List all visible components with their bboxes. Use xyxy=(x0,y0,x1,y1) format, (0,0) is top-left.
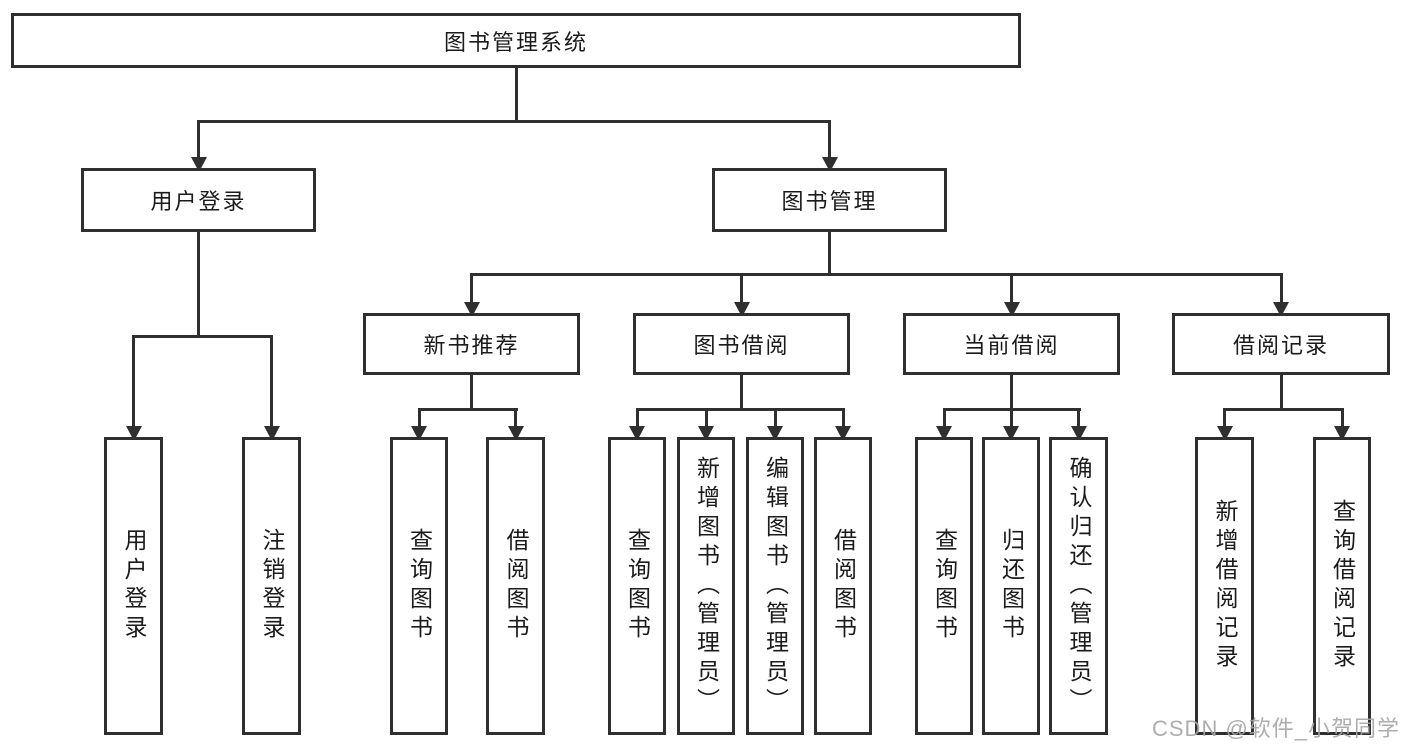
node-v-borrow-book-2: 借阅图书 xyxy=(814,437,872,735)
connector-drop-v-query-book-3 xyxy=(943,408,946,437)
connector-drop-book-borrow xyxy=(740,273,743,313)
node-label-v-return-book: 归还图书 xyxy=(998,528,1025,644)
connector-drop-v-user-login xyxy=(132,335,135,437)
node-v-logout: 注销登录 xyxy=(242,437,301,735)
node-label-book-mgmt: 图书管理 xyxy=(781,189,878,214)
connector-drop-v-add-book xyxy=(705,408,708,437)
node-label-user-login: 用户登录 xyxy=(150,189,247,214)
node-new-book-rec: 新书推荐 xyxy=(363,313,580,375)
connector-stub-root xyxy=(515,68,518,120)
connector-drop-borrow-record xyxy=(1280,273,1283,313)
node-label-v-add-book: 新增图书（管理员） xyxy=(693,455,720,717)
node-book-borrow: 图书借阅 xyxy=(633,313,850,375)
connector-rail-book-mgmt xyxy=(470,273,1283,276)
connector-stub-new-book-rec xyxy=(470,375,473,408)
node-v-query-book-1: 查询图书 xyxy=(390,437,448,735)
node-label-v-confirm-return: 确认归还（管理员） xyxy=(1066,455,1092,717)
connector-drop-user-login xyxy=(197,120,200,168)
node-v-user-login: 用户登录 xyxy=(104,437,163,735)
node-label-borrow-record: 借阅记录 xyxy=(1232,333,1329,358)
node-label-v-add-borrow-record: 新增借阅记录 xyxy=(1212,499,1238,673)
node-label-current-borrow: 当前借阅 xyxy=(963,333,1060,358)
connector-drop-book-mgmt xyxy=(828,120,831,168)
connector-rail-borrow-record xyxy=(1223,408,1344,411)
node-book-mgmt: 图书管理 xyxy=(712,168,947,232)
node-user-login: 用户登录 xyxy=(81,168,316,232)
node-v-add-book: 新增图书（管理员） xyxy=(677,437,735,735)
connector-drop-v-logout xyxy=(270,335,273,437)
node-label-root: 图书管理系统 xyxy=(443,29,588,55)
connector-drop-v-query-borrow-record xyxy=(1341,408,1344,437)
connector-drop-v-add-borrow-record xyxy=(1223,408,1226,437)
connector-drop-v-confirm-return xyxy=(1077,408,1080,437)
node-v-confirm-return: 确认归还（管理员） xyxy=(1049,437,1108,735)
csdn-watermark: CSDN @软件_小贺同学 xyxy=(1152,716,1401,741)
node-v-query-book-2: 查询图书 xyxy=(608,437,666,735)
connector-stub-book-mgmt xyxy=(828,232,831,273)
node-label-v-user-login: 用户登录 xyxy=(121,528,147,644)
node-label-v-edit-book: 编辑图书（管理员） xyxy=(762,455,789,717)
node-label-new-book-rec: 新书推荐 xyxy=(423,333,520,358)
connector-rail-user-login xyxy=(132,335,273,338)
connector-drop-v-borrow-book-1 xyxy=(514,408,517,437)
node-v-edit-book: 编辑图书（管理员） xyxy=(746,437,804,735)
node-label-v-query-book-1: 查询图书 xyxy=(406,528,433,644)
connector-rail-book-borrow xyxy=(636,408,845,411)
connector-drop-v-borrow-book-2 xyxy=(842,408,845,437)
connector-drop-v-return-book xyxy=(1010,408,1013,437)
connector-stub-current-borrow xyxy=(1010,375,1013,408)
node-v-return-book: 归还图书 xyxy=(982,437,1040,735)
connector-rail-root xyxy=(197,120,831,123)
node-v-add-borrow-record: 新增借阅记录 xyxy=(1195,437,1254,735)
connector-drop-v-edit-book xyxy=(774,408,777,437)
connector-drop-v-query-book-2 xyxy=(636,408,639,437)
connector-drop-current-borrow xyxy=(1010,273,1013,313)
connector-drop-new-book-rec xyxy=(470,273,473,313)
node-label-v-borrow-book-2: 借阅图书 xyxy=(830,528,857,644)
node-v-borrow-book-1: 借阅图书 xyxy=(486,437,545,735)
node-label-v-query-borrow-record: 查询借阅记录 xyxy=(1329,499,1356,673)
connector-stub-book-borrow xyxy=(740,375,743,408)
connector-stub-user-login xyxy=(197,232,200,335)
node-label-v-query-book-2: 查询图书 xyxy=(624,528,651,644)
node-borrow-record: 借阅记录 xyxy=(1172,313,1390,375)
node-v-query-book-3: 查询图书 xyxy=(915,437,973,735)
node-label-v-logout: 注销登录 xyxy=(259,528,285,644)
node-current-borrow: 当前借阅 xyxy=(903,313,1120,375)
connector-stub-borrow-record xyxy=(1280,375,1283,408)
node-label-book-borrow: 图书借阅 xyxy=(693,333,790,358)
node-root: 图书管理系统 xyxy=(11,13,1021,68)
connector-drop-v-query-book-1 xyxy=(418,408,421,437)
node-label-v-borrow-book-1: 借阅图书 xyxy=(503,528,529,644)
connector-rail-new-book-rec xyxy=(418,408,518,411)
node-v-query-borrow-record: 查询借阅记录 xyxy=(1313,437,1371,735)
node-label-v-query-book-3: 查询图书 xyxy=(931,528,958,644)
